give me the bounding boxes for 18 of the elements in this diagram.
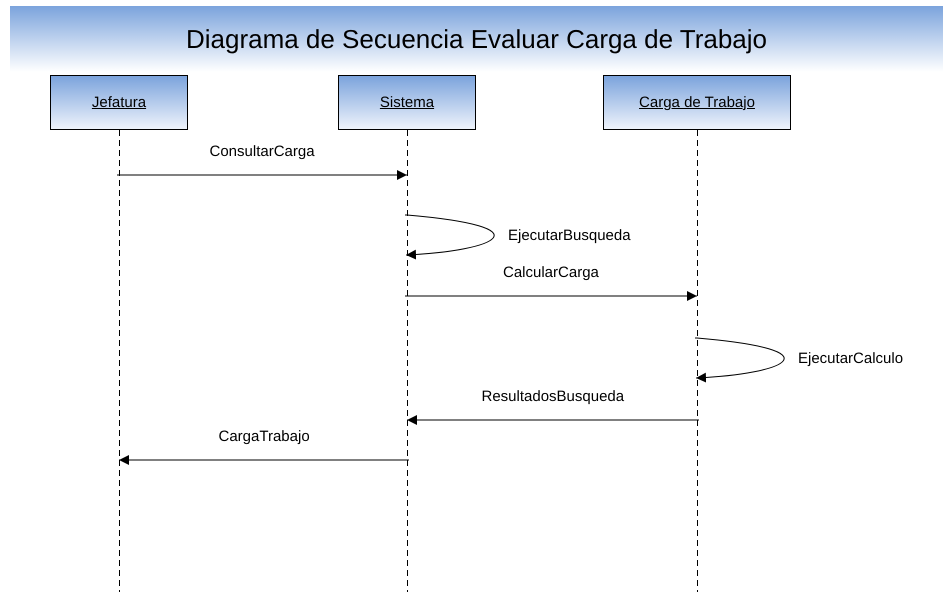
message-label: ConsultarCarga <box>208 143 316 160</box>
self-message-arrow <box>694 338 784 382</box>
message-arrow <box>118 455 410 465</box>
message-arrow <box>116 170 408 180</box>
message-label: ResultadosBusqueda <box>480 388 626 405</box>
participant-name: Sistema <box>380 94 434 111</box>
message-label: CargaTrabajo <box>218 428 311 445</box>
message-arrow <box>406 415 700 425</box>
participant-lifeline <box>50 75 188 592</box>
diagram-title: Diagrama de Secuencia Evaluar Carga de Trabajo <box>184 24 768 55</box>
message-label: CalcularCarga <box>502 264 600 281</box>
participant-lifeline <box>338 75 476 592</box>
self-message-arrow <box>404 214 494 260</box>
message-label: EjecutarCalculo <box>797 350 904 367</box>
message-label: EjecutarBusqueda <box>507 227 632 244</box>
message-arrow <box>404 291 698 301</box>
participant-name: Carga de Trabajo <box>639 94 755 111</box>
participant-name: Jefatura <box>92 94 146 111</box>
